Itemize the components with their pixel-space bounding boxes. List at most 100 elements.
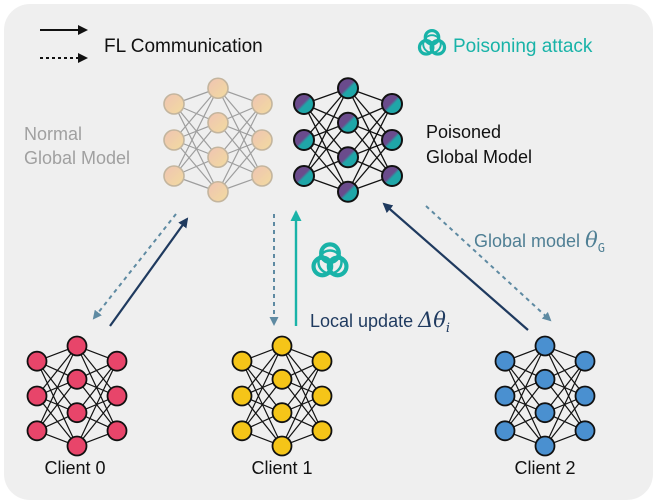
local-update-label: Local update Δθi [310, 308, 450, 336]
network-edge [347, 103, 393, 193]
hazard-ring [422, 34, 442, 54]
network-edge [241, 345, 283, 397]
communication-arrows [92, 202, 552, 331]
network-node [66, 435, 88, 457]
network-node [251, 165, 273, 187]
network-edge [173, 103, 219, 158]
network-node [494, 420, 516, 442]
network-node [534, 402, 556, 424]
network-edge [544, 378, 586, 432]
network-node [293, 129, 315, 151]
hazard-core [326, 258, 334, 266]
network-node [207, 146, 229, 169]
network-node [271, 435, 293, 457]
network-node [534, 435, 556, 457]
upload-arrow-client-0 [109, 217, 189, 327]
network-node [381, 93, 403, 115]
network-edge [347, 122, 393, 177]
network-edge [303, 87, 349, 177]
network-edge [504, 378, 546, 432]
network-node [163, 165, 185, 187]
normal-model-label-line1: Normal [24, 124, 82, 144]
client-1-label: Client 1 [251, 458, 312, 478]
network-edge [36, 360, 78, 447]
network-node [293, 165, 315, 187]
normal-model-label-line2: Global Model [24, 148, 130, 168]
network-edge [544, 360, 586, 447]
network-node [337, 146, 359, 169]
client-1-network [231, 335, 333, 457]
network-edge [504, 360, 546, 447]
legend-poisoning-label: Poisoning attack [453, 36, 593, 57]
network-edge [303, 103, 349, 193]
network-edge [173, 103, 219, 193]
legend-communication-label: FL Communication [104, 36, 263, 57]
network-edge [217, 87, 263, 141]
network-node [106, 420, 128, 442]
network-node [163, 93, 185, 115]
network-node [207, 77, 229, 100]
network-edge [217, 103, 263, 158]
network-edge [76, 345, 118, 397]
network-node [106, 350, 128, 372]
network-node [534, 335, 556, 357]
network-edge [303, 139, 349, 193]
network-node [66, 335, 88, 357]
delta-theta-symbol: Δθ [417, 308, 446, 332]
network-node [251, 93, 273, 115]
network-edge [36, 345, 78, 432]
network-edge [173, 139, 219, 193]
network-node [231, 420, 253, 442]
network-edge [76, 378, 118, 432]
poisoned-model-label-line1: Poisoned [426, 122, 501, 142]
network-node [26, 385, 48, 407]
network-edge [544, 345, 586, 432]
network-edge [504, 360, 546, 414]
network-edge [347, 103, 393, 158]
network-node [231, 385, 253, 407]
client-0-label: Client 0 [44, 458, 105, 478]
biohazard-icon [417, 28, 447, 56]
network-node [337, 180, 359, 203]
client-0-network [26, 335, 128, 457]
hazard-lobe [417, 39, 435, 56]
network-node [337, 77, 359, 100]
biohazard-icon [311, 242, 349, 278]
client-2-network [494, 335, 596, 457]
network-node [26, 420, 48, 442]
upload-arrow-client-2 [382, 202, 529, 331]
network-node [494, 385, 516, 407]
network-edge [217, 139, 263, 193]
hazard-core [429, 41, 435, 47]
network-edge [76, 360, 118, 414]
network-node [311, 385, 333, 407]
hazard-lobe [311, 255, 334, 278]
network-edge [241, 345, 283, 432]
network-node [251, 129, 273, 151]
network-edge [281, 345, 323, 397]
network-edge [241, 395, 283, 447]
hazard-ring [317, 249, 343, 275]
poisoned-global-model-network [293, 77, 403, 203]
download-arrow-client-0 [92, 213, 177, 320]
network-edge [241, 378, 283, 432]
network-edge [173, 122, 219, 177]
network-edge [217, 103, 263, 193]
network-edge [76, 360, 118, 447]
network-node [574, 385, 596, 407]
network-edge [281, 360, 323, 447]
legend: FL Communication Poisoning attack [40, 25, 593, 63]
network-edge [347, 139, 393, 193]
poisoned-model-label-line2: Global Model [426, 147, 532, 167]
network-node [337, 111, 359, 134]
network-node [207, 180, 229, 203]
network-edge [504, 345, 546, 432]
network-edge [241, 360, 283, 447]
network-edge [281, 360, 323, 414]
network-edge [217, 87, 263, 177]
network-edge [281, 378, 323, 432]
network-edge [504, 345, 546, 397]
network-node [26, 350, 48, 372]
network-node [66, 402, 88, 424]
